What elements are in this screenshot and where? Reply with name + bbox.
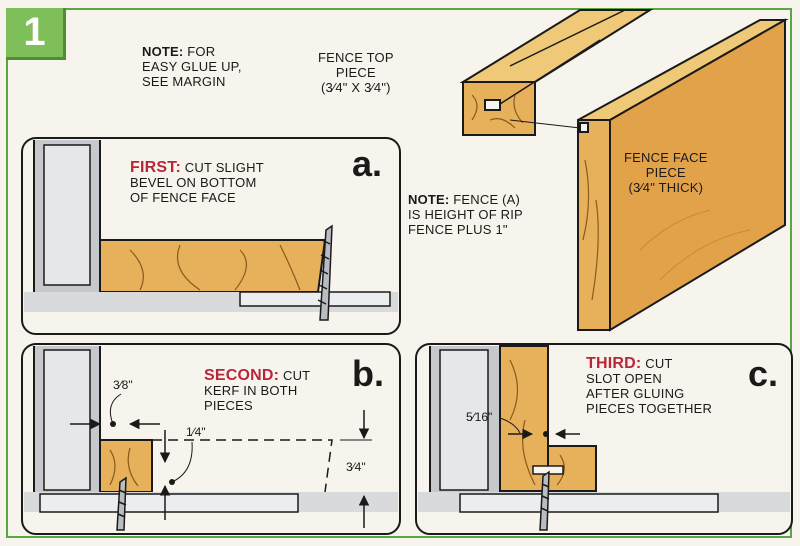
fence-face-piece-line2: PIECE: [645, 165, 686, 180]
panel-b-instruction: SECOND: CUT KERF IN BOTH PIECES: [204, 367, 311, 414]
fence-top-piece-label: FENCE TOP PIECE (3⁄4" x 3⁄4"): [318, 50, 394, 95]
fence-top-piece-line1: FENCE TOP: [318, 50, 394, 65]
panel-c-line2: SLOT OPEN: [586, 371, 662, 386]
fence-face-piece-line1: FENCE FACE: [624, 150, 708, 165]
panel-b-line1: CUT: [279, 368, 311, 383]
dim-five-sixteenths: 5⁄16": [466, 410, 493, 424]
panel-c-line1: CUT: [641, 356, 673, 371]
panel-b-letter: b.: [352, 353, 384, 394]
note-glue-up-line3: SEE MARGIN: [142, 74, 226, 89]
step-frame: [6, 8, 792, 538]
panel-a-line3: OF FENCE FACE: [130, 190, 236, 205]
dim-three-quarters: 3⁄4": [346, 460, 366, 474]
panel-a: [21, 137, 401, 335]
panel-a-line2: BEVEL ON BOTTOM: [130, 175, 257, 190]
dim-three-eighths: 3⁄8": [113, 378, 133, 392]
panel-b-line2: KERF IN BOTH: [204, 383, 298, 398]
panel-c-letter: c.: [748, 353, 779, 394]
note-glue-up-lead: NOTE:: [142, 44, 184, 59]
panel-c-line3: AFTER GLUING: [586, 386, 685, 401]
fence-face-piece-line3: (3⁄4" THICK): [628, 180, 704, 195]
step-number-badge: 1: [6, 8, 66, 60]
note-fence-height-line1: FENCE (A): [449, 192, 521, 207]
panel-b: [21, 343, 401, 535]
fence-top-piece-line3: (3⁄4" x 3⁄4"): [321, 80, 391, 95]
note-glue-up: NOTE: FOR EASY GLUE UP, SEE MARGIN: [142, 44, 242, 89]
panel-a-line1: CUT SLIGHT: [180, 160, 264, 175]
fence-top-piece-slot: [484, 99, 501, 111]
panel-a-lead: FIRST:: [130, 159, 181, 176]
note-fence-height-line3: FENCE PLUS 1": [408, 222, 508, 237]
fence-top-piece-top: [459, 9, 654, 83]
panel-c-line4: PIECES TOGETHER: [586, 401, 713, 416]
fence-face-piece-side: [609, 18, 786, 332]
panel-c-instruction: THIRD: CUT SLOT OPEN AFTER GLUING PIECES…: [586, 355, 713, 417]
fence-exploded-view: [459, 9, 789, 332]
fence-face-slot: [579, 122, 589, 133]
fence-top-piece-line2: PIECE: [335, 65, 376, 80]
panel-a-instruction: FIRST: CUT SLIGHT BEVEL ON BOTTOM OF FEN…: [130, 159, 264, 206]
note-fence-height: NOTE: FENCE (A) IS HEIGHT OF RIP FENCE P…: [408, 192, 523, 237]
panel-a-letter: a.: [352, 143, 383, 184]
panel-c: [415, 343, 793, 535]
panel-c-lead: THIRD:: [586, 355, 642, 372]
note-glue-up-line2: EASY GLUE UP,: [142, 59, 242, 74]
note-fence-height-lead: NOTE:: [408, 192, 450, 207]
panel-b-line3: PIECES: [204, 398, 253, 413]
dim-one-quarter: 1⁄4": [186, 425, 206, 439]
note-glue-up-line1: FOR: [183, 44, 216, 59]
fence-face-piece-label: FENCE FACE PIECE (3⁄4" THICK): [624, 150, 708, 195]
fence-face-piece-front: [577, 119, 611, 331]
note-fence-height-line2: IS HEIGHT OF RIP: [408, 207, 523, 222]
panel-b-lead: SECOND:: [204, 367, 280, 384]
